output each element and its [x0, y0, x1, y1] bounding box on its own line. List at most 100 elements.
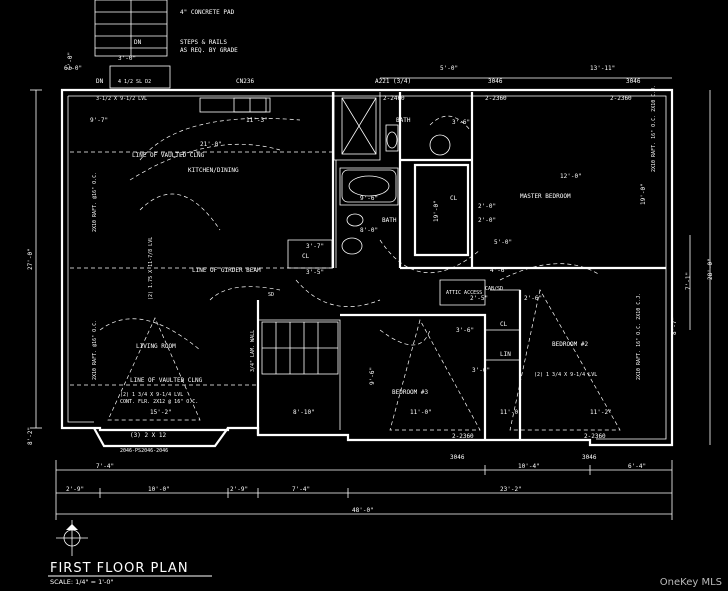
interior-walls: [256, 92, 666, 440]
window-2360-bottom-a: 2-2360: [452, 433, 474, 440]
section-marker: [56, 520, 88, 556]
dashed-lines: [70, 115, 621, 431]
dim-top-d9: 9'-6": [360, 195, 378, 202]
labels: 4" CONCRETE PAD STEPS & RAILS AS REQ. BY…: [27, 9, 714, 586]
dim-top-d1: 6'-0": [64, 65, 82, 72]
dim-bath-d2: 8'-0": [360, 227, 378, 234]
beam-left: 2X10 RAFT. @16" O.C.: [92, 172, 98, 232]
dim-right-c: 8'-7": [671, 317, 678, 335]
exterior-steps: [94, 0, 171, 89]
vaulted-bottom: LINE OF VAULTED CLNG: [130, 377, 203, 384]
beam-left2: 2X10 RAFT. @16" O.C.: [92, 320, 98, 380]
vaulted-top: LINE OF VAULTED CLNG: [132, 152, 205, 159]
dim-left-overall: 27'-0": [27, 248, 34, 270]
raft-master: 2X10 RAFT. 16" O.C. 2X10 C.J.: [651, 85, 657, 172]
dim-top-d2: 3'-0": [118, 55, 136, 62]
dim-right-b: 19'-0": [640, 183, 647, 205]
dim-bottom-r2-e: 23'-2": [500, 486, 522, 493]
dim-cl-d: 3'-7": [306, 243, 324, 250]
lvl-code-label: 4 1/2 SL D2: [118, 79, 151, 85]
window-2360-b: 2-2360: [610, 95, 632, 102]
dimension-lines: [30, 77, 711, 520]
dim-hall-d2: 4'-6": [490, 267, 508, 274]
dim-bottom-r2-c: 2'-9": [230, 486, 248, 493]
dim-lin-d2: 2'-6": [524, 295, 542, 302]
bay-lvl: (2) 1 3/4 X 9-1/4 LVL: [120, 392, 183, 398]
room-cab: CAB/SD: [485, 286, 503, 292]
dim-bath-d3: 3'-6": [456, 327, 474, 334]
dim-bottom-r2-a: 2'-9": [66, 486, 84, 493]
window-3046-a: 3046: [488, 78, 503, 85]
dim-bottom-r1-c: 6'-4": [628, 463, 646, 470]
dim-right-overall: 28'-0": [707, 258, 714, 280]
header-bottom: (3) 2 X 12: [130, 432, 167, 439]
dim-top-d7: 13'-11": [590, 65, 615, 72]
dim-bottom-r1-a: 7'-4": [96, 463, 114, 470]
dim-cl-d3: 2'-0": [478, 217, 496, 224]
door-schedule: 2046-PS2046-2046: [120, 448, 168, 454]
dim-bottom-overall: 48'-0": [352, 507, 374, 514]
room-bedroom3: BEDROOM #3: [392, 389, 429, 396]
dim-bath-d: 3'-5": [306, 269, 324, 276]
dim-top-d4: 21'-0": [200, 141, 222, 148]
room-attic: ATTIC ACCESS: [446, 290, 482, 296]
dim-bed3-d: 9'-6": [369, 367, 376, 385]
dim-hall-d: 5'-0": [494, 239, 512, 246]
dim-top-d3: 9'-7": [90, 117, 108, 124]
room-kitchen: KITCHEN/DINING: [188, 167, 239, 174]
plan-scale: SCALE: 1/4" = 1'-0": [50, 578, 114, 586]
window-3046-bottom-a: 3046: [450, 454, 465, 461]
dim-bed2-d: 19'-0": [433, 200, 440, 222]
dim-master-w: 12'-0": [560, 173, 582, 180]
dim-bottom-r1-b: 10'-4": [518, 463, 540, 470]
lvl-label: 3-1/2 X 9-1/2 LVL: [96, 96, 147, 102]
girder-line: LINE OF GIRDER BEAM: [192, 267, 261, 274]
room-bath-top: BATH: [396, 117, 411, 124]
dim-cl-d4: 2'-5": [470, 295, 488, 302]
dim-top-d6: 5'-0": [440, 65, 458, 72]
room-bedroom2: BEDROOM #2: [552, 341, 589, 348]
interior-stairs: [261, 321, 339, 375]
dim-top-d5: 11'-3": [246, 117, 268, 124]
dim-cl-d2: 2'-0": [478, 203, 496, 210]
window-2460: 2-2460: [383, 95, 405, 102]
dim-stair-d: 8'-10": [293, 409, 315, 416]
room-lin: LIN: [500, 351, 511, 358]
cn-label: CN236: [236, 78, 254, 85]
steps-note: STEPS & RAILS: [180, 39, 227, 46]
bay-floor: CONT. FLR. 2X12 @ 16" O.C.: [120, 399, 198, 405]
fixtures: [199, 97, 451, 255]
dim-bed3-w: 11'-0": [410, 409, 432, 416]
a-code-label: A221 (3/4): [375, 78, 411, 85]
room-living: LIVING ROOM: [136, 343, 176, 350]
dim-top-d8: 3'-6": [452, 119, 470, 126]
concrete-pad-note: 4" CONCRETE PAD: [180, 9, 235, 16]
window-3046-bottom-b: 3046: [582, 454, 597, 461]
beam-center: (2) 1.75 X 11-7/8 LVL: [148, 237, 154, 300]
dim-lin-d: 3'-6": [472, 367, 490, 374]
grade-note: AS REQ. BY GRADE: [180, 47, 238, 54]
bed2-beam: (2) 1 3/4 X 9-1/4 LVL: [534, 372, 597, 378]
watermark: OneKey MLS: [659, 577, 722, 588]
room-master: MASTER BEDROOM: [520, 193, 571, 200]
dim-left-b: 6'-0": [67, 52, 74, 70]
dim-living-w: 15'-2": [150, 409, 172, 416]
window-2360-bottom-b: 2-2360: [584, 433, 606, 440]
room-bath-mid: BATH: [382, 217, 397, 224]
stair-wall: 3/4" LAM. WALL: [250, 330, 256, 372]
window-2360-a: 2-2360: [485, 95, 507, 102]
dim-bottom-r2-b: 10'-0": [148, 486, 170, 493]
dim-right-a: 7'-1": [685, 272, 692, 290]
dim-bottom-r2-d: 7'-4": [292, 486, 310, 493]
room-cl-hall: CL: [302, 253, 310, 260]
room-cl-mid: CL: [500, 321, 508, 328]
dn-upper-label: DN: [134, 39, 142, 46]
raft-bed2: 2X10 RAFT. 16" O.C. 2X10 C.J.: [636, 293, 642, 380]
plan-title: FIRST FLOOR PLAN: [50, 561, 189, 576]
sd-label: SD: [268, 292, 274, 298]
window-3046-b: 3046: [626, 78, 641, 85]
dim-left-a: 8'-2": [27, 427, 34, 445]
dim-lin-d3: 11'-0": [500, 409, 522, 416]
room-cl-master: CL: [450, 195, 458, 202]
